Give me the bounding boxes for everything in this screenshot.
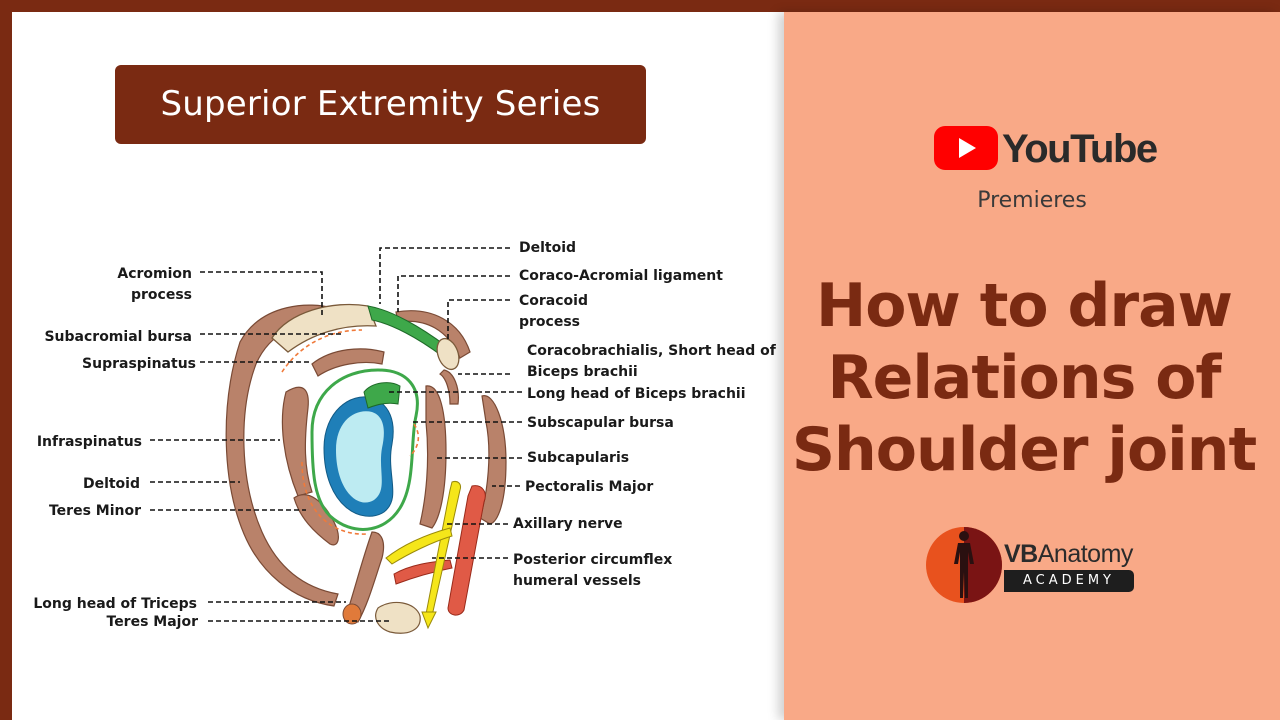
premieres-label: Premieres (977, 188, 1087, 213)
teres-minor-muscle (293, 494, 339, 546)
label-acromion-2: process (131, 287, 192, 303)
label-acromion-1: Acromion (117, 266, 192, 282)
label-subscapular-bursa: Subscapular bursa (527, 415, 674, 431)
label-long-head-biceps: Long head of Biceps brachii (527, 386, 746, 402)
label-teres-minor: Teres Minor (49, 503, 141, 519)
youtube-play-icon (934, 126, 998, 170)
headline-line-1: How to draw (815, 271, 1233, 341)
label-subacromial-bursa: Subacromial bursa (44, 329, 192, 345)
diagram-panel: Superior Extremity Series (12, 12, 784, 720)
subscapular-bursa (301, 461, 369, 535)
label-deltoid-left: Deltoid (83, 476, 140, 492)
title-panel: YouTube Premieres How to draw Relations … (784, 12, 1280, 720)
vb-anatomy-logo: VBAnatomy ACADEMY (924, 522, 1154, 608)
subscapularis-muscle (419, 385, 447, 529)
shoulder-diagram: Deltoid Coraco-Acromial ligament Coracoi… (33, 240, 777, 634)
series-title-badge: Superior Extremity Series (115, 65, 646, 144)
long-head-triceps-muscle (345, 531, 385, 623)
label-subscapularis: Subcapularis (527, 450, 629, 466)
label-coracoid-1: Coracoid (519, 293, 588, 309)
academy-name-rest: Anatomy (1037, 540, 1134, 568)
youtube-wordmark: YouTube (1002, 127, 1158, 171)
video-headline: How to draw Relations of Shoulder joint (784, 270, 1264, 486)
youtube-logo: YouTube (934, 124, 1158, 174)
label-coraco-acromial: Coraco-Acromial ligament (519, 268, 723, 284)
circumflex-vessels (447, 485, 486, 616)
label-circumflex-2: humeral vessels (513, 573, 641, 589)
supraspinatus-muscle (311, 348, 385, 377)
academy-name: VBAnatomy (1004, 540, 1133, 569)
headline-line-3: Shoulder joint (791, 415, 1257, 485)
long-head-biceps (363, 382, 401, 409)
coracobrachialis-muscle (439, 369, 459, 405)
label-axillary-nerve: Axillary nerve (513, 516, 623, 532)
label-deltoid-top: Deltoid (519, 240, 576, 256)
label-teres-major: Teres Major (107, 614, 199, 630)
label-infraspinatus: Infraspinatus (37, 434, 142, 450)
academy-name-bold: VB (1004, 540, 1038, 568)
label-coracoid-2: process (519, 314, 580, 330)
label-supraspinatus: Supraspinatus (82, 356, 196, 372)
label-coracobrachialis-1: Coracobrachialis, Short head of (527, 343, 777, 359)
human-silhouette-icon (926, 527, 1002, 603)
teres-major-muscle (342, 603, 362, 625)
joint-capsule (310, 368, 419, 531)
infraspinatus-muscle (281, 386, 313, 497)
academy-tagline: ACADEMY (1004, 570, 1134, 592)
label-circumflex-1: Posterior circumflex (513, 552, 672, 568)
subacromial-bursa (281, 329, 363, 373)
label-pectoralis-major: Pectoralis Major (525, 479, 653, 495)
coracoid-process (436, 337, 460, 371)
label-coracobrachialis-2: Biceps brachii (527, 364, 638, 380)
pectoralis-major-muscle (479, 395, 507, 525)
deltoid-muscle (225, 304, 339, 607)
label-long-head-triceps: Long head of Triceps (33, 596, 197, 612)
headline-line-2: Relations of (827, 343, 1221, 413)
